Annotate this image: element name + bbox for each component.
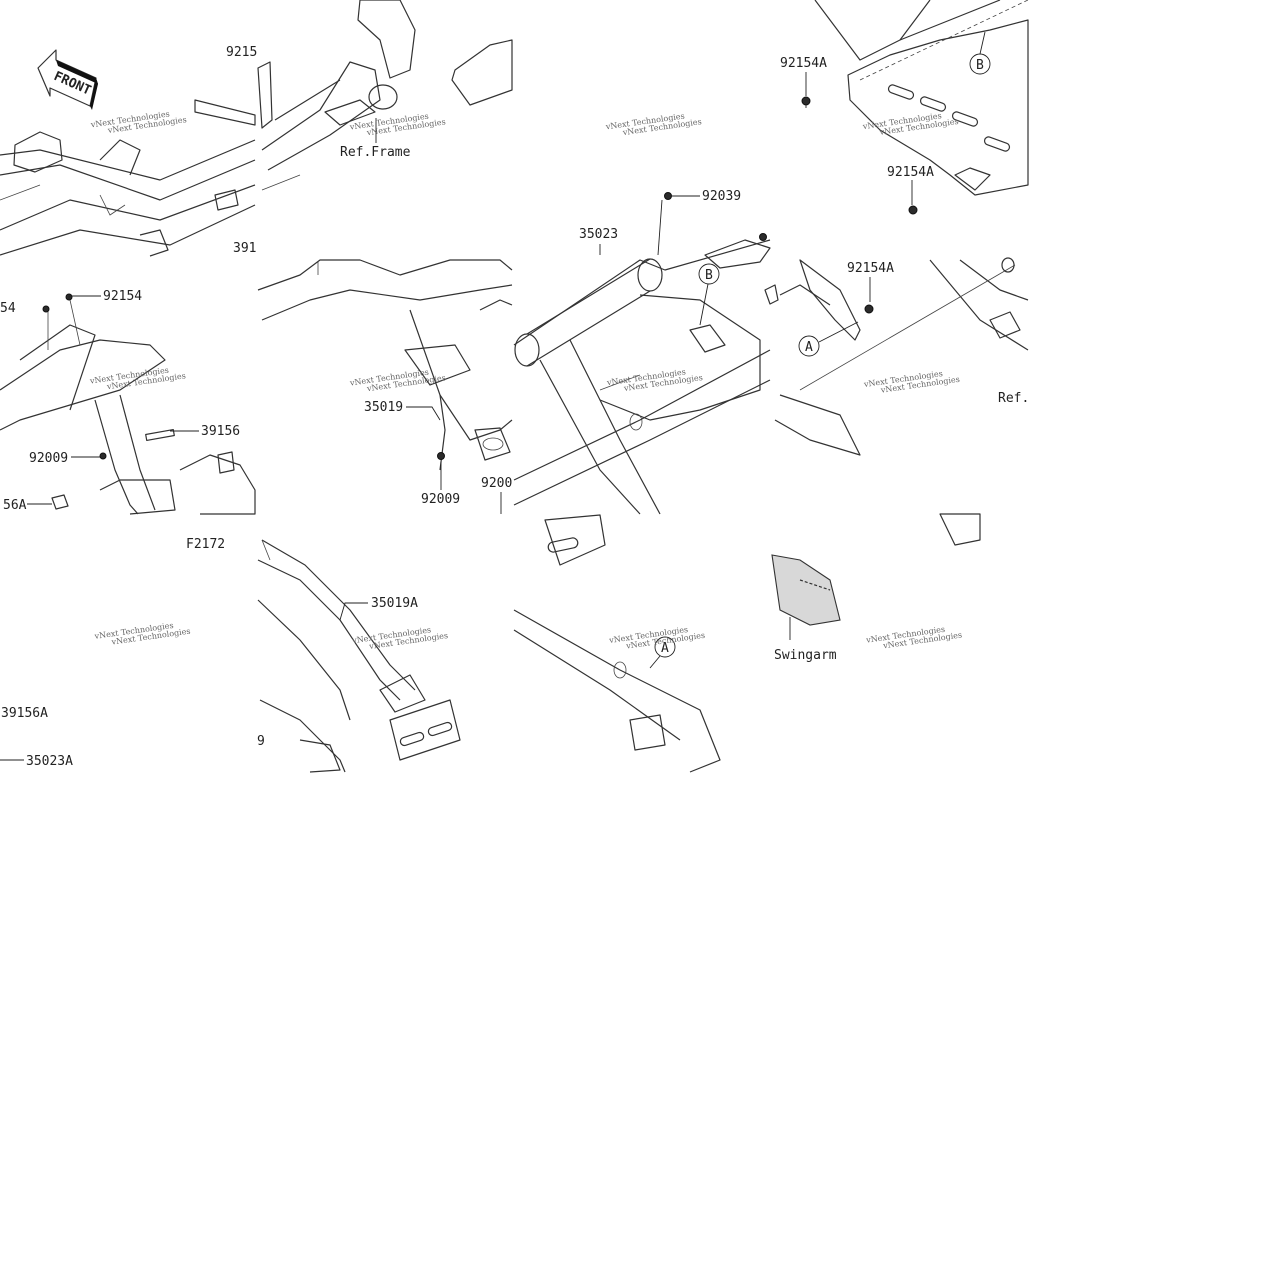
part-label: 92154A	[887, 165, 934, 180]
watermark: vNext Technologies vNext Technologies	[862, 369, 960, 395]
frame-head-drawing	[261, 0, 513, 191]
bolt-icon	[99, 452, 107, 460]
callout-b-circle	[698, 263, 720, 285]
part-label: 92154A	[847, 261, 894, 276]
watermark: vNext Technologies vNext Technologies	[865, 625, 963, 651]
plug-icon	[145, 429, 175, 441]
frame-drawing	[0, 61, 273, 257]
part-label: 9	[257, 734, 265, 749]
bolt-icon	[908, 205, 918, 215]
rear-upper-drawing	[257, 259, 513, 471]
part-label: 35023	[579, 227, 618, 242]
diagram-code: F2172	[186, 537, 225, 552]
bolt-icon	[801, 96, 811, 108]
part-label: 9215	[226, 45, 257, 60]
callout-a-circle	[654, 636, 676, 658]
callout-letter: A	[661, 641, 669, 656]
part-label: 35019	[364, 400, 403, 415]
watermark: vNext Technologies vNext Technologies	[604, 111, 702, 137]
part-label: 9200	[481, 476, 512, 491]
bolt-icon	[759, 233, 767, 241]
callout-letter: A	[805, 340, 813, 355]
watermark: vNext Technologies vNext Technologies	[608, 625, 706, 651]
callout-letter: B	[705, 268, 713, 283]
part-label: Swingarm	[774, 648, 837, 663]
callout-a-circle	[798, 335, 820, 357]
bolt-icon	[664, 192, 672, 200]
chain-guard-lower-drawing	[771, 513, 981, 626]
part-label: 35023A	[26, 754, 73, 769]
part-label: 92154A	[780, 56, 827, 71]
part-label: 92009	[29, 451, 68, 466]
watermark: vNext Technologies vNext Technologies	[861, 111, 959, 137]
rear-guard-drawing	[257, 539, 461, 773]
part-label: 35019A	[371, 596, 418, 611]
part-label: Ref.Frame	[340, 145, 411, 160]
bolt-icon	[437, 452, 445, 460]
leader-lines	[0, 31, 986, 761]
bolt-icon	[864, 304, 874, 314]
front-arrow-icon: FRONT	[37, 49, 98, 110]
part-label: 92009	[421, 492, 460, 507]
part-label: 39156A	[1, 706, 48, 721]
part-label: 391	[233, 241, 256, 256]
part-label: 56A	[3, 498, 27, 513]
bracket-left-drawing	[0, 299, 256, 515]
watermark: vNext Technologies vNext Technologies	[93, 621, 191, 647]
part-label: 92154	[103, 289, 142, 304]
part-label: 92039	[702, 189, 741, 204]
swingarm-drawing	[513, 239, 771, 515]
part-label: 39156	[201, 424, 240, 439]
watermark: vNext Technologies vNext Technologies	[605, 367, 703, 393]
watermark: vNext Technologies vNext Technologies	[88, 366, 186, 392]
watermark: vNext Technologies vNext Technologies	[351, 625, 449, 651]
callout-letter: B	[976, 58, 984, 73]
chain-guard-drawing	[764, 257, 1029, 456]
watermark: vNext Technologies vNext Technologies	[89, 109, 187, 135]
watermark: vNext Technologies vNext Technologies	[348, 112, 446, 138]
swingarm-lower-drawing	[513, 514, 721, 773]
bolt-icon	[42, 305, 50, 313]
rear-cover-drawing	[814, 0, 1029, 196]
part-label: 54	[0, 301, 16, 316]
part-label: Ref.	[998, 391, 1029, 406]
